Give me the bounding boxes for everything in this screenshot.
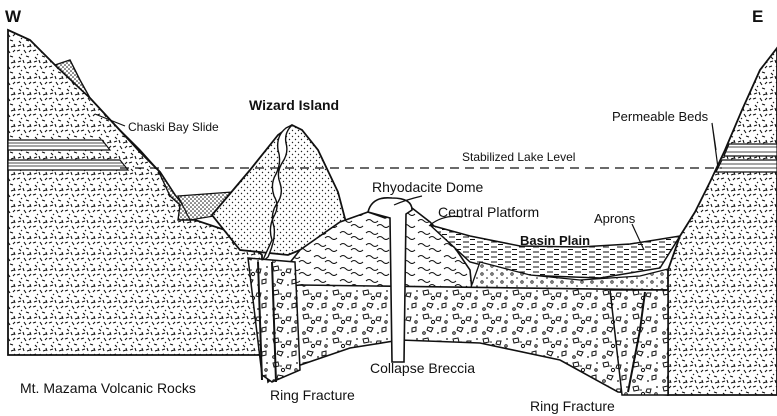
permeable-beds-label: Permeable Beds [612,109,709,124]
chaski-bay-slide-label: Chaski Bay Slide [128,120,219,134]
mt-mazama-volcanic-rocks-label: Mt. Mazama Volcanic Rocks [20,380,196,396]
collapse-breccia-label: Collapse Breccia [370,360,475,376]
basin-plain-label: Basin Plain [520,233,590,248]
central-platform-label: Central Platform [438,204,539,220]
wizard-island-label: Wizard Island [249,97,339,113]
rhyodacite-dome-label: Rhyodacite Dome [372,179,483,195]
ring-fracture-east-label: Ring Fracture [530,398,615,414]
ring-fracture-west-label: Ring Fracture [270,387,355,403]
east-direction-label: E [752,7,763,26]
west-direction-label: W [5,7,22,26]
east-caldera-wall [668,48,777,395]
collapse-breccia [255,285,668,395]
aprons-label: Aprons [594,211,636,226]
stabilized-lake-level-label: Stabilized Lake Level [462,150,575,164]
